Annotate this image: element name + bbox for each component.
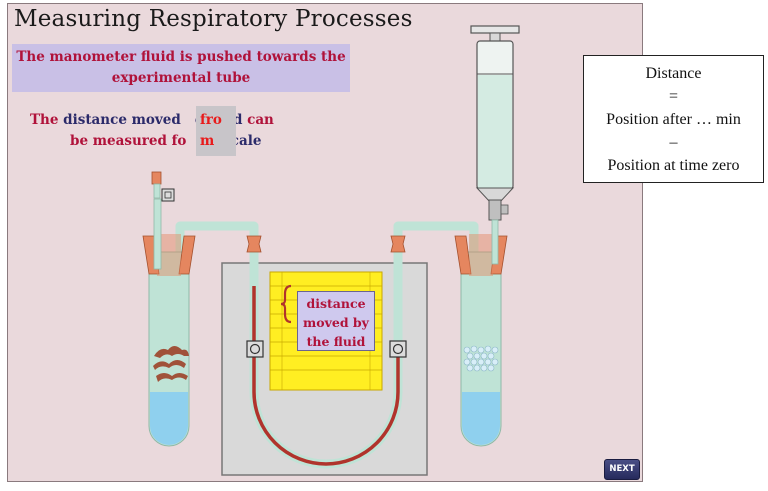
banner-line-2: experimental tube	[111, 70, 251, 86]
banner-line-1: The manometer fluid is pushed towards th…	[16, 49, 346, 65]
left-clamp	[246, 340, 264, 358]
right-clamp	[389, 340, 407, 358]
granules-icon	[463, 345, 499, 372]
info-banner: The manometer fluid is pushed towards th…	[12, 44, 350, 92]
slide-title: Measuring Respiratory Processes	[14, 6, 413, 32]
overlay-mask: fro m	[196, 106, 236, 156]
distance-label-line-1: distance	[306, 296, 366, 311]
distance-bracket	[280, 284, 292, 324]
formula-line-1: Distance	[645, 65, 702, 82]
syringe-icon	[470, 25, 520, 265]
mask-line-2: m	[200, 133, 215, 149]
slide: Measuring Respiratory Processes The mano…	[7, 3, 643, 482]
formula-box: Distance = Position after … min – Positi…	[583, 55, 764, 183]
distance-label-line-3: the fluid	[306, 334, 366, 349]
mask-line-1: fro	[200, 112, 222, 128]
next-button[interactable]: NEXT	[604, 459, 640, 480]
description-text: The distance moved e fluid can be measur…	[30, 110, 330, 152]
desc-word-can: can	[247, 112, 274, 128]
left-coupling	[246, 235, 262, 253]
distance-label-line-2: moved by	[303, 315, 369, 330]
formula-line-5: Position at time zero	[607, 157, 740, 174]
formula-line-3: Position after … min	[606, 111, 741, 128]
organism-icon	[153, 346, 189, 382]
left-test-tube	[142, 171, 196, 447]
desc-measured: be measured fo	[70, 133, 187, 149]
right-coupling	[390, 235, 406, 253]
manometer-fluid	[252, 286, 400, 466]
formula-line-4: –	[669, 134, 678, 151]
formula-line-2: =	[668, 88, 679, 105]
description-line-1: The distance moved e fluid can	[30, 110, 330, 131]
description-line-2: be measured fo e scale	[30, 131, 330, 152]
desc-word-the: The	[30, 112, 59, 128]
desc-distance-moved: distance moved	[58, 112, 186, 128]
distance-label: distance moved by the fluid	[297, 291, 375, 351]
right-test-tube	[454, 234, 508, 447]
